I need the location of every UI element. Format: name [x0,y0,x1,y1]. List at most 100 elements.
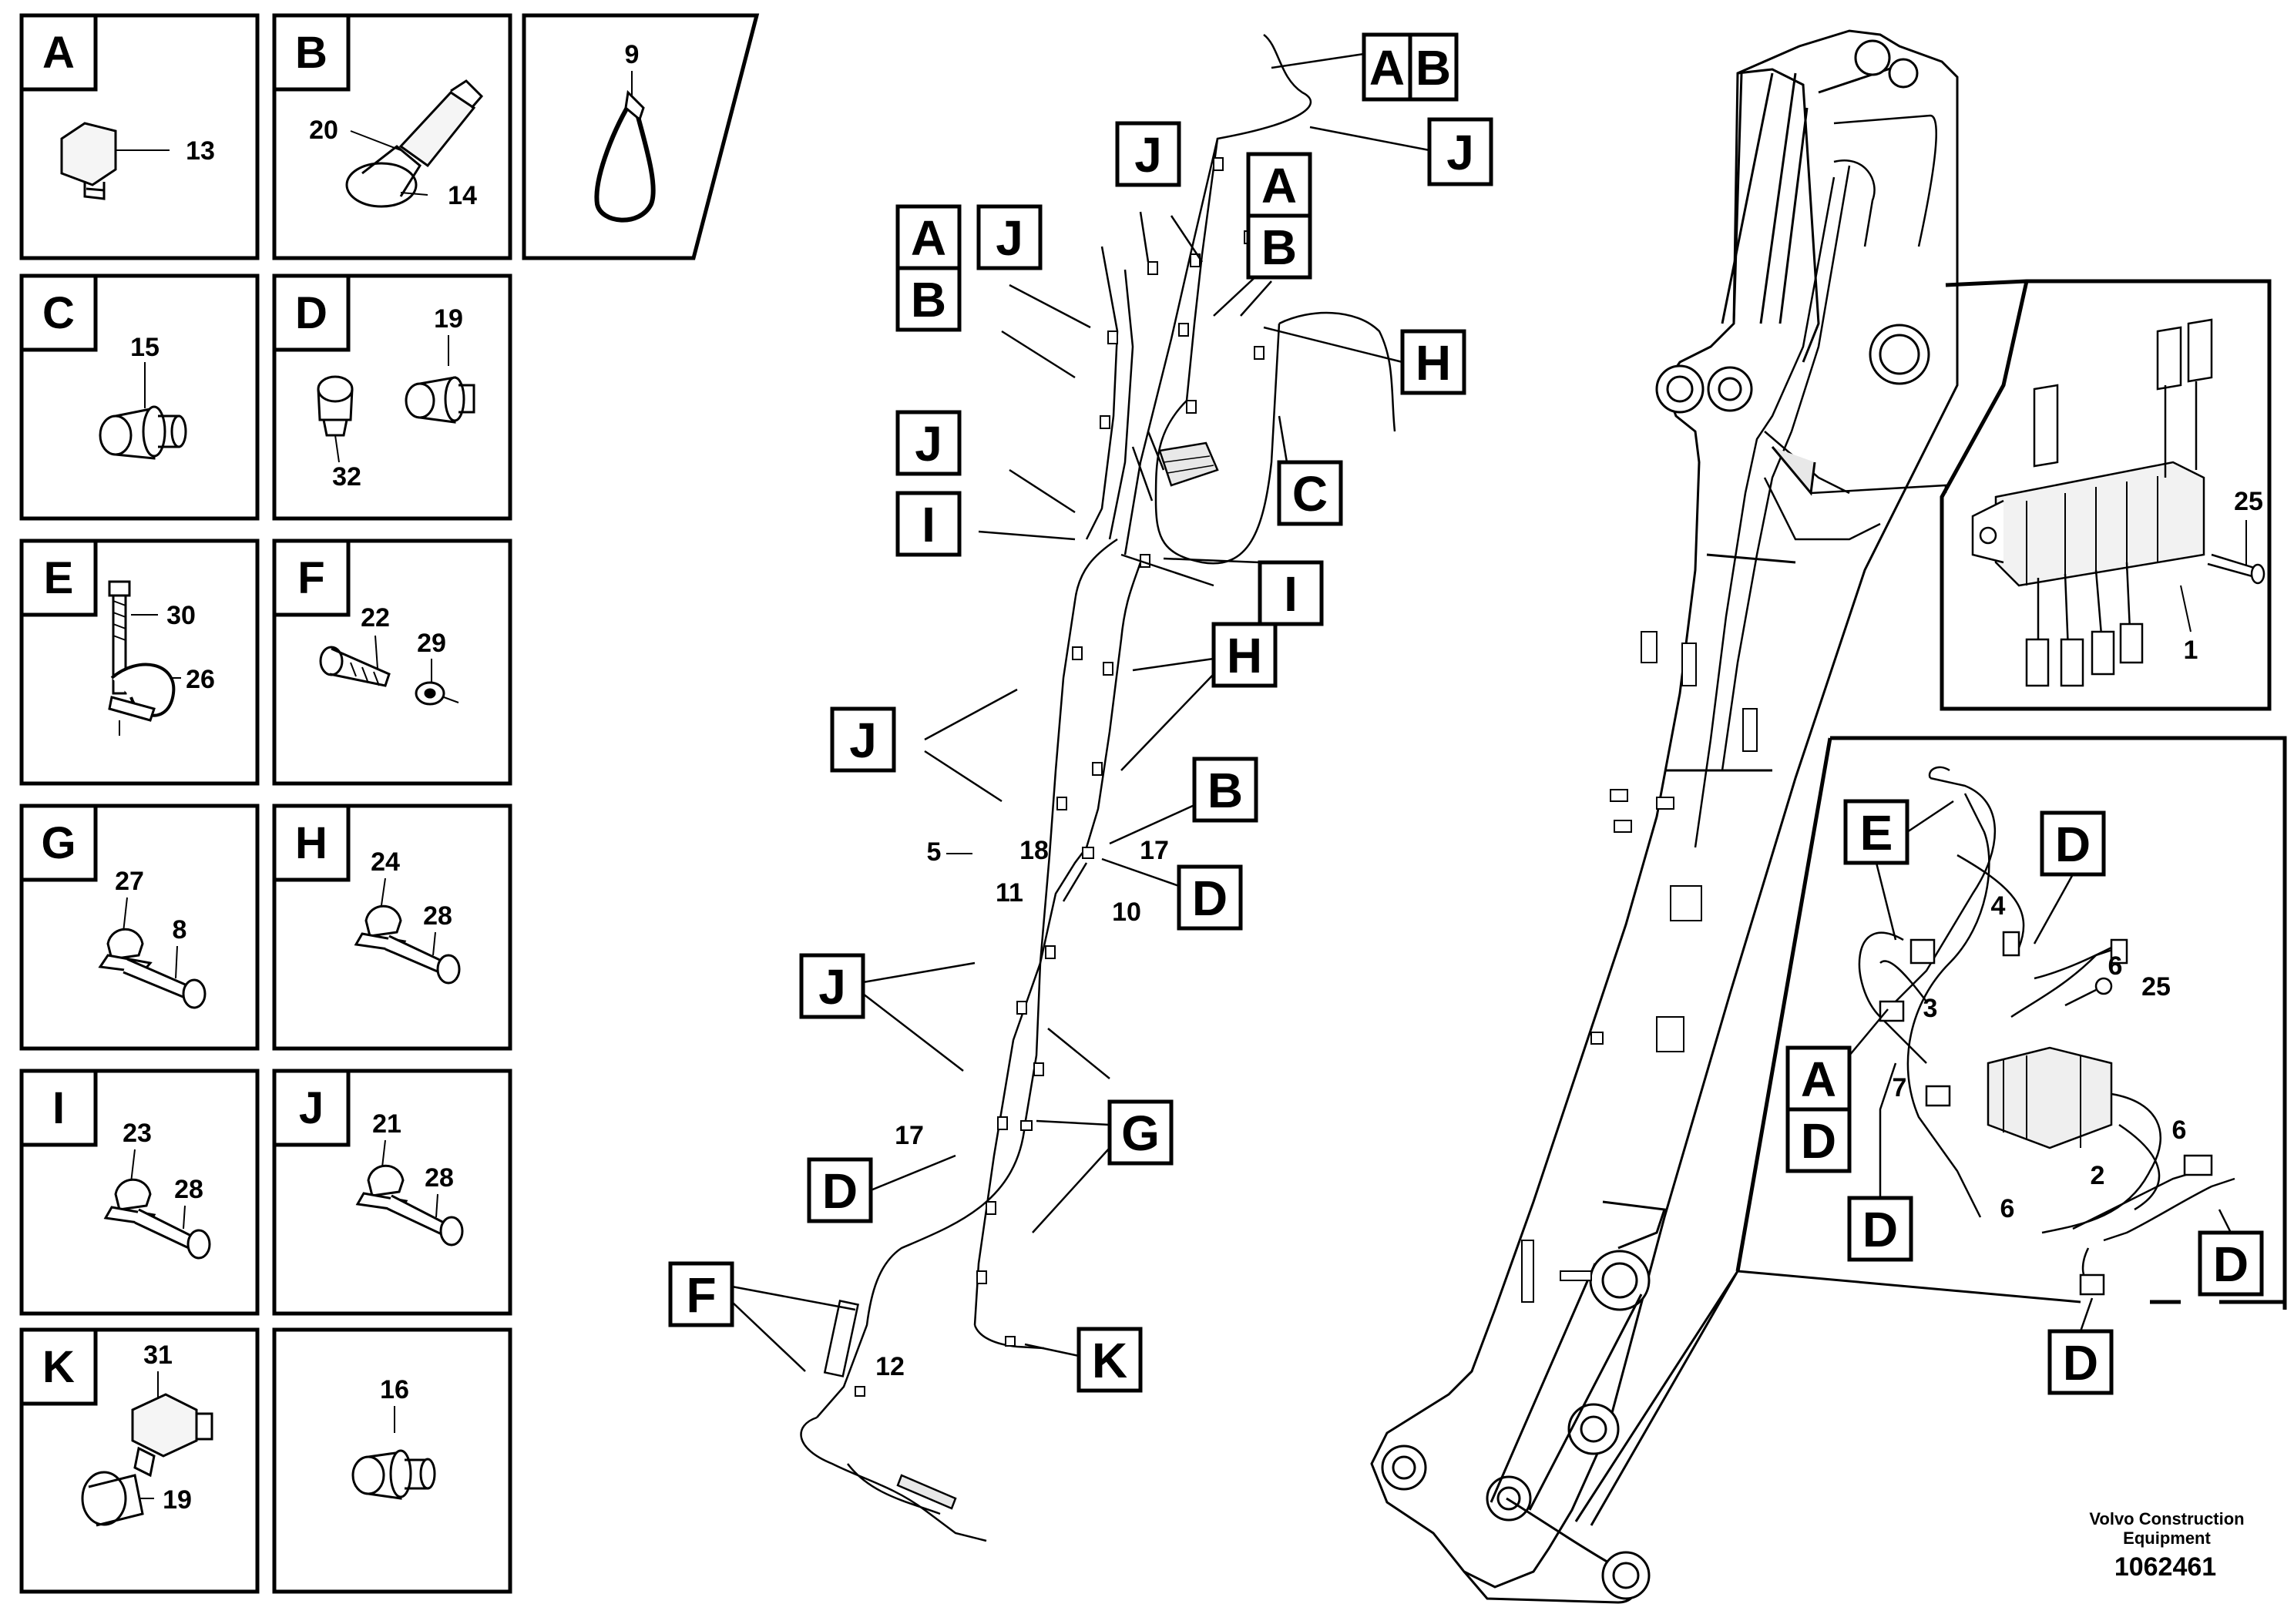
part-number: 14 [448,181,477,210]
detail-panel-a: A 13 [19,13,260,260]
tag-letter: H [1416,335,1451,391]
detail-panel-16: 16 [272,1327,512,1594]
part-number: 11 [996,878,1023,908]
tag-letter: E [1860,805,1893,861]
tag-letter: I [922,497,935,552]
part-number: 28 [425,1163,454,1193]
detail-panel-j: J 21 28 [272,1069,512,1316]
detail-panel-f: F 22 29 [272,539,512,786]
detail-panel-clamp: 9 [522,13,760,260]
part-number: 1 [2184,636,2198,665]
part-number: 18 [1019,836,1049,865]
check-valve-icon [345,79,484,208]
tag-letter: A [1801,1052,1836,1107]
part-number: 31 [143,1340,173,1370]
part-number: 32 [332,462,361,492]
panel-letter: D [295,288,327,338]
tag-letter: D [2063,1335,2098,1391]
part-number: 6 [2108,951,2123,981]
tag-letter: A [1261,158,1297,213]
part-number: 3 [1923,994,1938,1023]
tag-letter: B [1207,763,1243,818]
elbow-fitting-icon [60,122,170,200]
detail-panel-b: B 20 14 [272,13,512,260]
part-number: 19 [163,1485,192,1515]
panel-letter: B [295,28,327,78]
center-part-numbers: 5 18 17 11 10 17 12 [875,836,1169,1381]
detail-panel-c: C 15 [19,273,260,521]
detail-panel-e: E 30 26 [19,539,260,786]
bolt-clamp-icon [108,580,181,736]
union-fitting-icon [405,335,475,424]
part-number: 8 [173,915,187,945]
part-number: 27 [115,867,144,896]
panel-letter: J [299,1083,324,1133]
tag-letter: K [1092,1333,1127,1388]
part-number: 17 [895,1121,924,1150]
detail-panel-g: G 27 8 [19,804,260,1051]
bolt-washer-icon [319,635,459,706]
panel-letter: C [42,288,75,338]
part-number: 25 [2234,487,2263,516]
tag-letter: J [996,210,1023,266]
part-number: 26 [186,665,215,694]
part-number: 6 [2172,1116,2187,1145]
center-leader-lines [731,52,1430,1372]
part-number: 23 [123,1119,152,1148]
publisher-line-2: Equipment [2123,1528,2211,1548]
part-number: 4 [1991,891,2006,921]
connector-fitting-icon [99,362,187,460]
part-number: 6 [2000,1194,2015,1223]
part-number: 21 [372,1109,401,1139]
part-number: 28 [423,901,452,931]
detail-panel-h: H 24 28 [272,804,512,1051]
part-number: 25 [2141,972,2171,1002]
valve-inset-bottom: E D A D D D D 4 6 25 3 7 [1574,736,2287,1526]
tag-letter: G [1121,1106,1160,1161]
tag-letter: A [911,210,946,266]
tag-letter: D [822,1163,858,1219]
part-number: 17 [1140,836,1169,865]
part-number: 28 [174,1175,203,1204]
detail-panel-i: I 23 28 [19,1069,260,1316]
part-number: 19 [434,304,463,334]
clamp-bolt-icon [98,897,207,1009]
tag-letter: J [818,959,846,1015]
publisher-line-1: Volvo Construction [2089,1509,2244,1528]
part-number: 12 [875,1352,905,1381]
part-number: 5 [927,837,942,867]
tag-letter: B [1416,40,1451,96]
panel-letter: A [42,28,75,78]
detail-panel-d: D 19 32 [272,273,512,521]
part-number: 10 [1112,898,1141,927]
panel-letter: F [297,553,324,603]
plug-icon [317,375,354,463]
panel-letter: E [44,553,74,603]
detail-panel-k: K 31 19 [19,1327,260,1594]
tag-letter: B [911,272,946,327]
tag-letter: F [686,1267,716,1323]
part-number: 7 [1893,1073,1907,1102]
clamp-bolt-icon [354,877,461,985]
footer-credit: Volvo Construction Equipment 1062461 [2089,1509,2244,1582]
panel-letter: K [42,1342,75,1392]
part-number: 16 [380,1375,409,1404]
clamp-bolt-icon [103,1149,211,1260]
part-number: 9 [625,40,640,69]
part-number: 22 [361,603,390,632]
part-number: 24 [371,847,400,877]
tag-letter: C [1292,466,1328,522]
tag-letter: B [1261,220,1297,275]
valve-inset-top: 25 1 [1810,279,2272,711]
part-number: 15 [130,333,160,362]
panel-letter: H [295,818,327,868]
tag-letter: I [1284,566,1298,622]
tag-letter: D [1192,871,1228,926]
tag-letter: J [1446,125,1474,180]
part-number: 30 [166,601,196,630]
document-number: 1062461 [2114,1552,2216,1582]
adapter-fitting-icon [351,1406,436,1500]
part-number: 2 [2091,1161,2105,1190]
hose-routing-drawing [800,34,1396,1542]
center-callout-tags: A B J A B J A B H J J I C I H J B D [668,32,1493,1393]
